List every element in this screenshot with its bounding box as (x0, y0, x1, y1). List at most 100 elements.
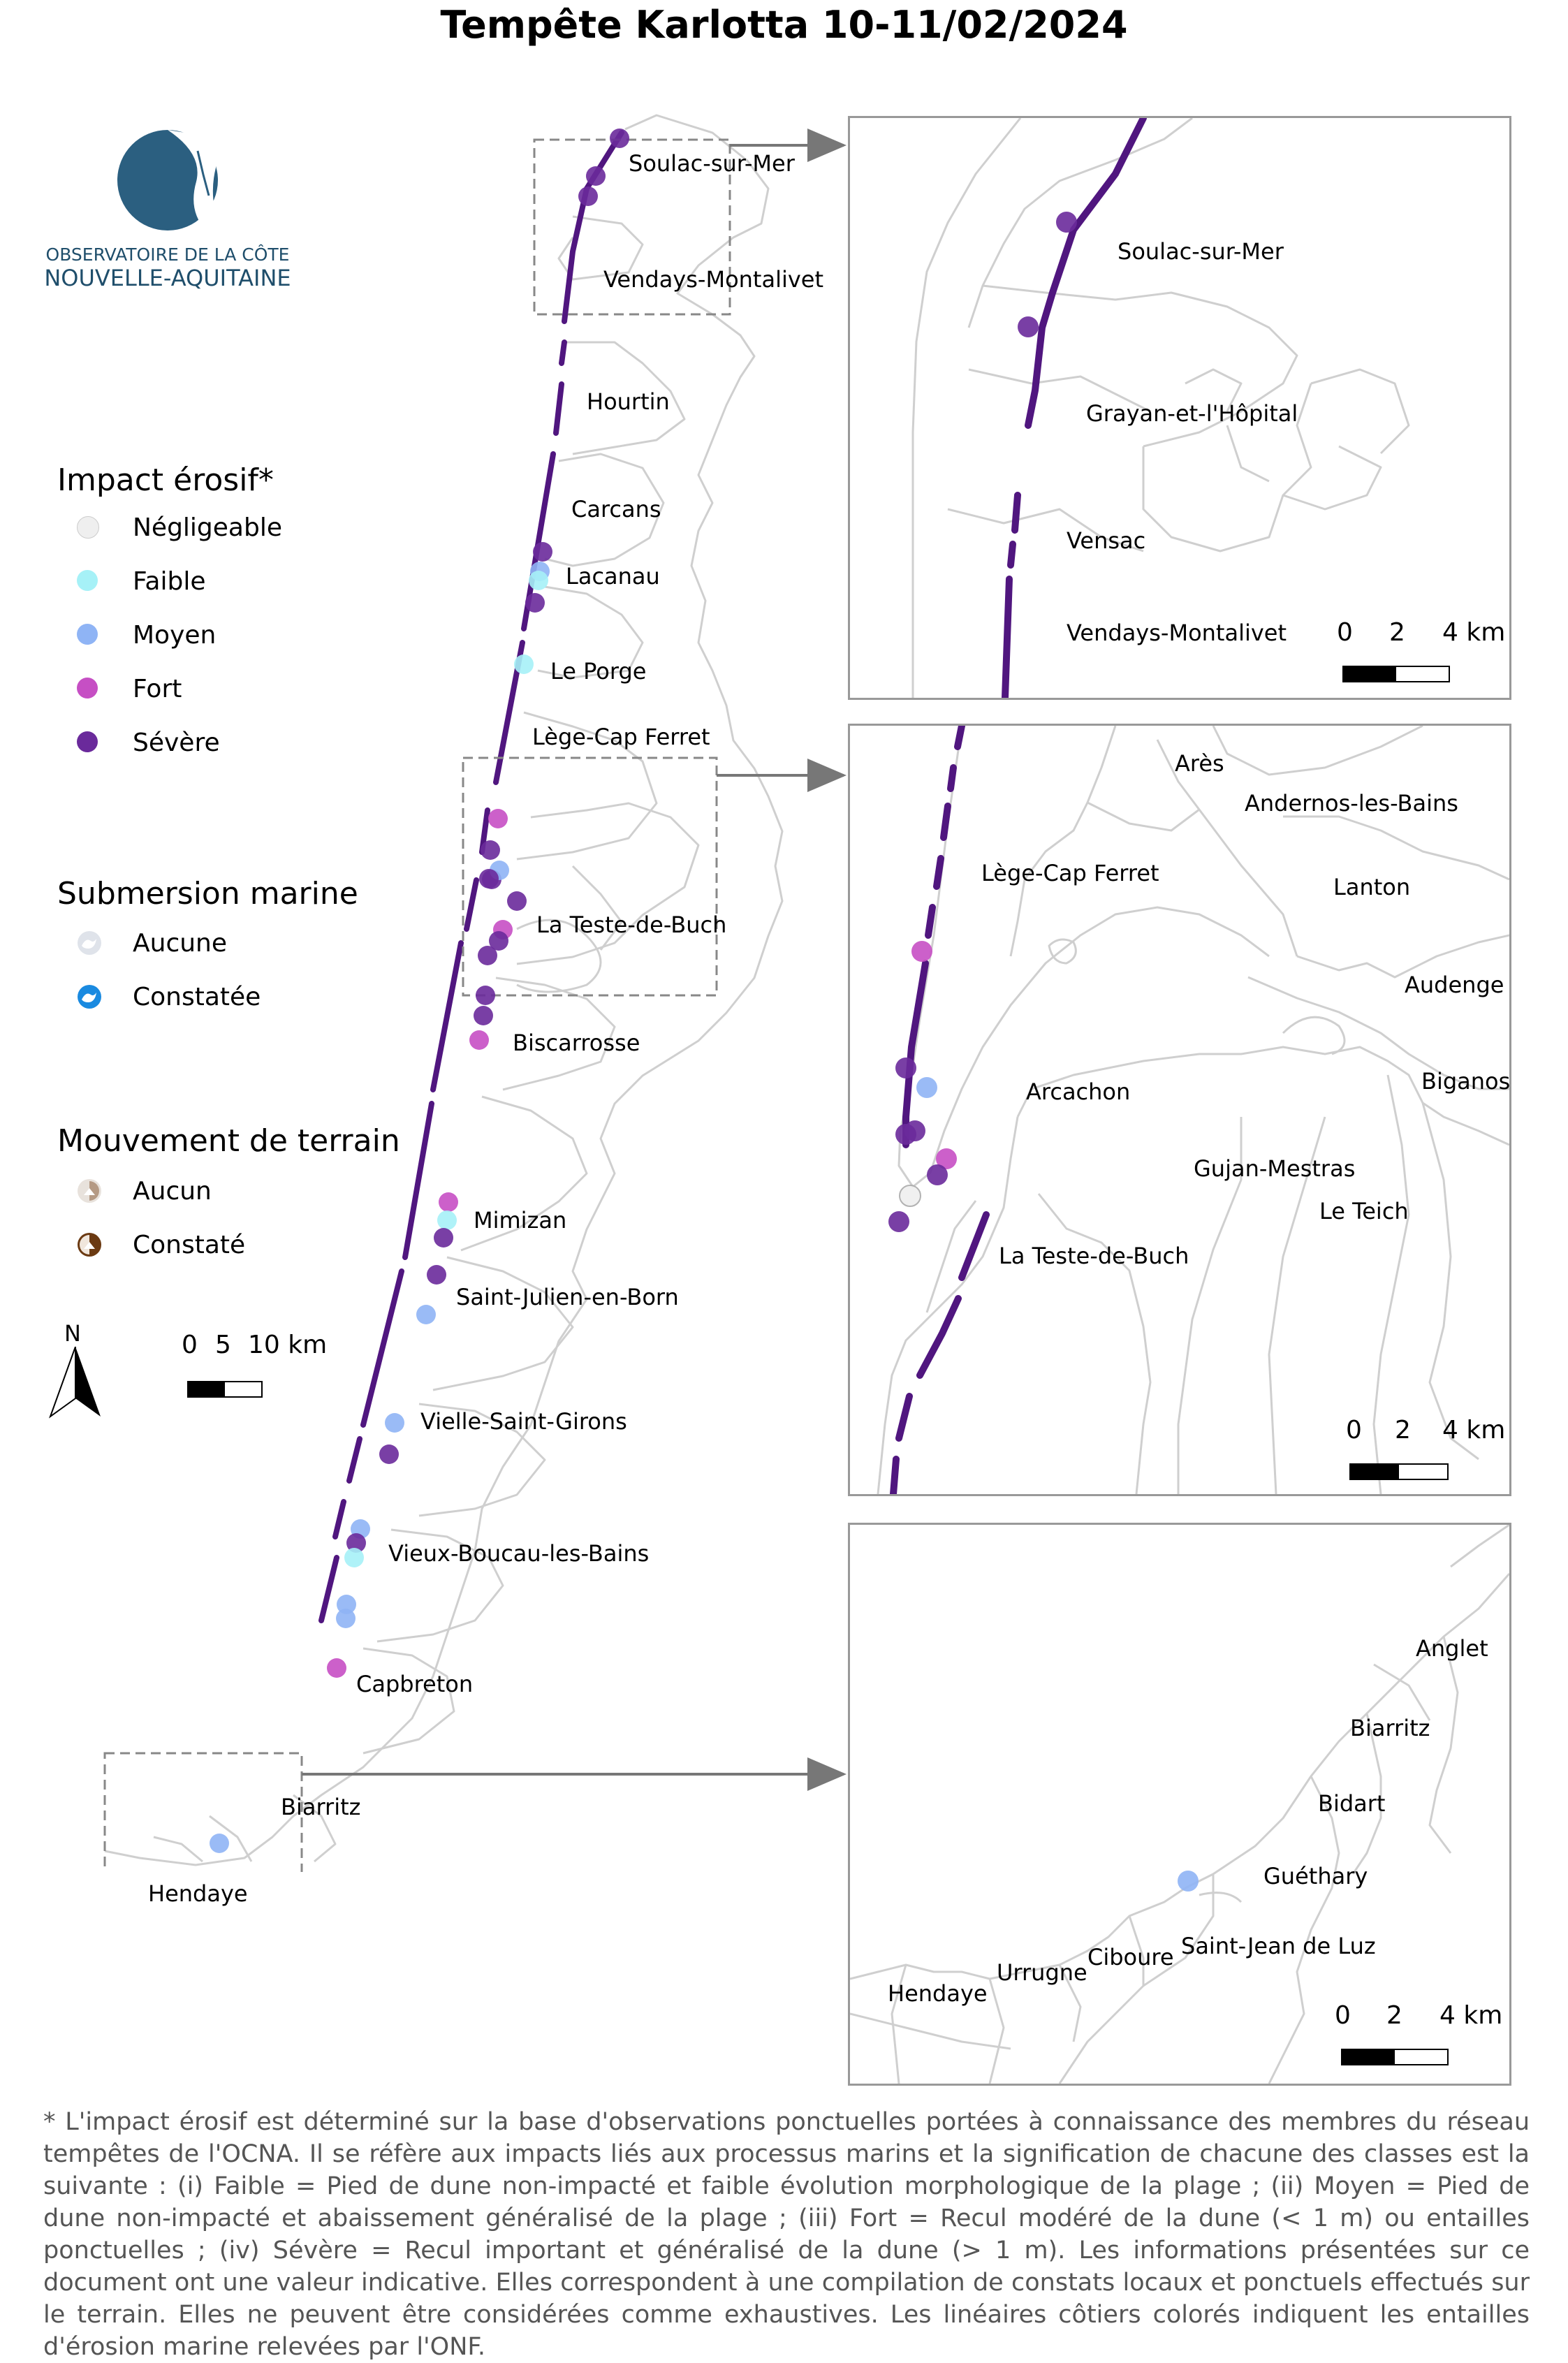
legend-label: Fort (133, 675, 182, 703)
place-la-teste: La Teste-de-Buch (536, 912, 727, 938)
inset-place: Audenge (1405, 972, 1504, 998)
map-title: Tempête Karlotta 10-11/02/2024 (440, 3, 1128, 47)
inset-scale-4: 4 km (1439, 2001, 1503, 2030)
inset-place: Soulac-sur-Mer (1118, 238, 1284, 265)
inset-place: La Teste-de-Buch (999, 1243, 1189, 1269)
impact-point-severe (434, 1228, 453, 1248)
impact-point-fort (911, 941, 932, 962)
place-carcans: Carcans (571, 496, 661, 522)
legend-label: Faible (133, 567, 206, 596)
inset-place: Gujan-Mestras (1194, 1155, 1356, 1182)
inset-basque-map (850, 1525, 1509, 2084)
impact-point-moyen (336, 1609, 356, 1628)
dot-moyen-icon (77, 624, 98, 645)
impact-points-inset-basque (1178, 1871, 1199, 1892)
place-capbreton: Capbreton (356, 1671, 474, 1697)
inset-scale-0: 0 (1346, 1416, 1362, 1444)
impact-point-negligeable (899, 1185, 921, 1207)
impact-point-severe (479, 869, 499, 888)
place-hendaye: Hendaye (148, 1880, 248, 1907)
legend-impact-title: Impact érosif* (57, 462, 274, 498)
legend-label: Aucune (133, 929, 228, 958)
impact-point-moyen (916, 1077, 937, 1098)
main-scale-bar: 0 5 10 km (182, 1331, 327, 1400)
legend-label: Constatée (133, 983, 261, 1011)
legend-terrain-title: Mouvement de terrain (57, 1123, 400, 1159)
impact-point-fort (469, 1030, 489, 1050)
impact-point-severe (888, 1211, 909, 1232)
impact-point-fort (488, 809, 508, 828)
logo-emblem-icon (117, 130, 219, 231)
inset-place: Biganos (1421, 1068, 1511, 1095)
impact-points-inset-north (1018, 212, 1077, 337)
legend-label: Sévère (133, 729, 220, 757)
scale-label-5: 5 (215, 1331, 231, 1359)
impact-point-moyen (210, 1834, 229, 1853)
impact-point-severe (927, 1164, 948, 1185)
impact-point-severe (586, 166, 606, 186)
impact-point-severe (474, 1006, 493, 1025)
inset-scale-2: 2 (1395, 1416, 1411, 1444)
scale-bar-graphic (187, 1381, 263, 1398)
inset-arcachon-map (877, 726, 1509, 1494)
inset-place: Le Teich (1319, 1198, 1409, 1224)
place-biarritz: Biarritz (281, 1794, 361, 1820)
inset-place: Ciboure (1087, 1944, 1174, 1970)
impact-points-inset-arcachon (888, 941, 957, 1232)
impact-point-faible (529, 571, 548, 590)
inset-place: Guéthary (1263, 1863, 1368, 1889)
dot-severe-icon (77, 731, 98, 752)
place-le-porge: Le Porge (550, 658, 647, 685)
impact-point-moyen (1178, 1871, 1199, 1892)
impact-point-moyen (416, 1305, 436, 1324)
legend-submersion-title: Submersion marine (57, 876, 358, 912)
dot-negligeable-icon (77, 516, 99, 539)
impact-point-fort (327, 1658, 346, 1678)
inset-place: Arès (1175, 750, 1224, 777)
impact-point-severe (478, 946, 497, 965)
impact-point-faible (344, 1548, 364, 1567)
eroded-coastline (318, 130, 624, 1623)
impact-point-severe (525, 593, 545, 613)
inset-scale-4: 4 km (1442, 1416, 1506, 1444)
inset-place: Vendays-Montalivet (1067, 620, 1287, 646)
legend-label: Moyen (133, 621, 217, 650)
inset-scale-bar (1349, 1463, 1449, 1480)
impact-point-severe (533, 542, 552, 562)
commune-boundaries (104, 114, 784, 1866)
inset-scale-bar (1342, 666, 1450, 682)
inset-place: Andernos-les-Bains (1245, 790, 1458, 817)
place-vieux-boucau: Vieux-Boucau-les-Bains (388, 1540, 650, 1567)
inset-frames (103, 138, 731, 1872)
ocna-logo: OBSERVATOIRE DE LA CÔTE NOUVELLE-AQUITAI… (38, 126, 297, 293)
inset-north: Soulac-sur-Mer Grayan-et-l'Hôpital Vensa… (848, 116, 1511, 700)
wave-observed-icon (78, 985, 101, 1009)
legend-label: Constaté (133, 1231, 246, 1259)
logo-line2: NOUVELLE-AQUITAINE (44, 265, 291, 291)
impact-point-severe (476, 986, 495, 1005)
place-biscarrosse: Biscarrosse (513, 1030, 640, 1056)
inset-place: Vensac (1067, 527, 1146, 554)
impact-point-severe (895, 1124, 916, 1145)
impact-point-severe (610, 129, 629, 148)
impact-point-severe (895, 1058, 916, 1078)
impact-point-fort (936, 1148, 957, 1169)
inset-arcachon: Arès Andernos-les-Bains Lège-Cap Ferret … (848, 724, 1511, 1496)
inset-scale-2: 2 (1386, 2001, 1402, 2030)
north-arrow: N (49, 1320, 105, 1419)
wave-none-icon (78, 931, 101, 955)
impact-point-severe (346, 1533, 366, 1553)
inset-place: Saint-Jean de Luz (1181, 1933, 1376, 1959)
legend-label: Aucun (133, 1177, 212, 1206)
inset-scale-bar (1341, 2049, 1449, 2065)
impact-point-severe (1056, 212, 1077, 233)
main-map (103, 114, 784, 1872)
inset-place: Arcachon (1026, 1078, 1131, 1105)
impact-point-severe (507, 891, 527, 911)
landslide-observed-icon (78, 1233, 101, 1257)
inset-scale-0: 0 (1335, 2001, 1351, 2030)
legend-label: Négligeable (133, 513, 282, 542)
dot-fort-icon (77, 678, 98, 698)
inset-place: Urrugne (997, 1959, 1087, 1986)
inset-place: Grayan-et-l'Hôpital (1086, 400, 1298, 427)
